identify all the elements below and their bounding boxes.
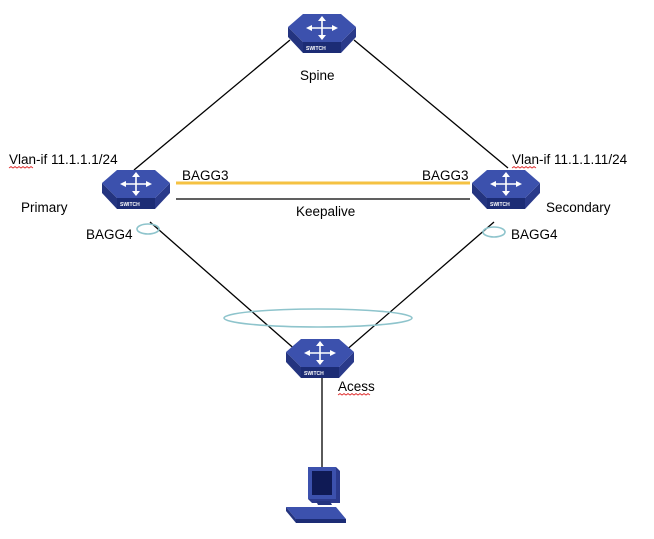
aggregation-rings [136,223,506,328]
access-label: Acess [338,379,375,394]
secondary-switch-badge: SWITCH [490,202,510,208]
spellcheck-underlines [8,165,537,396]
link-spine-primary [133,39,291,171]
secondary-vlan-label: Vlan-if 11.1.1.11/24 [512,152,628,167]
primary-bagg3-label: BAGG3 [182,168,229,183]
spine-switch[interactable]: SWITCH [287,13,357,54]
spine-label: Spine [300,68,335,83]
primary-switch[interactable]: SWITCH [101,169,171,210]
link-primary-access [149,221,299,353]
access-switch-badge: SWITCH [304,371,324,377]
keepalive-label: Keepalive [296,204,355,219]
link-secondary-access [343,221,495,353]
secondary-bagg4-label: BAGG4 [511,227,558,242]
secondary-switch[interactable]: SWITCH [471,169,541,210]
primary-vlan-label: Vlan-if 11.1.1.1/24 [9,152,118,167]
access-switch[interactable]: SWITCH [285,338,355,379]
labels: Spine Vlan-if 11.1.1.1/24 Vlan-if 11.1.1… [9,68,628,394]
ring-access-aggregation [223,308,413,328]
primary-bagg4-label: BAGG4 [86,227,133,242]
secondary-label: Secondary [546,200,611,215]
primary-switch-badge: SWITCH [120,202,140,208]
links-layer [133,39,509,467]
primary-label: Primary [21,200,68,215]
ring-primary-bagg4 [136,223,160,235]
spine-switch-badge: SWITCH [306,46,326,52]
link-spine-secondary [353,39,509,169]
computer-icon[interactable] [286,467,346,523]
secondary-bagg3-label: BAGG3 [422,168,469,183]
ring-secondary-bagg4 [482,226,506,238]
